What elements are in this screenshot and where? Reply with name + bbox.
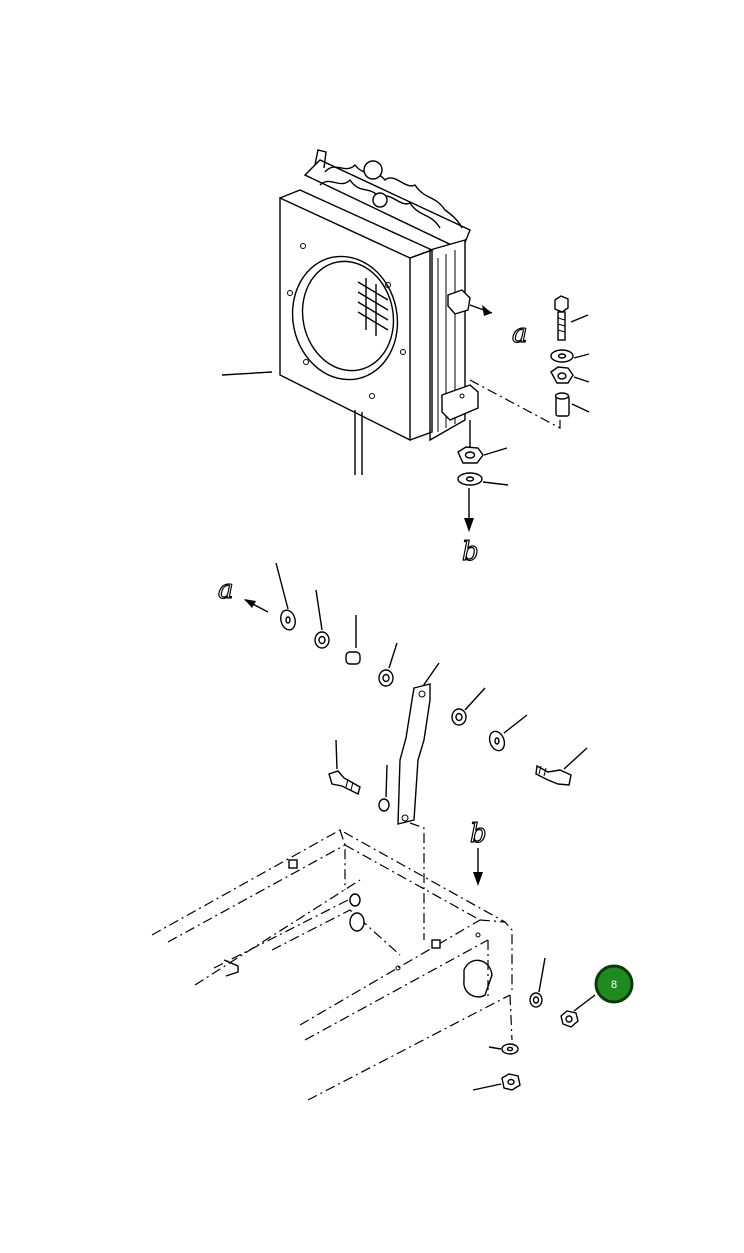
- reference-label-b: b: [470, 819, 487, 849]
- radiator-assembly: [221, 149, 493, 475]
- nut-icon: [560, 994, 596, 1028]
- reference-label-a: a: [512, 319, 528, 349]
- chassis-frame: b: [151, 818, 513, 1101]
- middle-hardware: [244, 562, 588, 940]
- nut-icon: [472, 1073, 521, 1091]
- reference-label-a: a: [218, 575, 234, 605]
- stay-bracket: [397, 662, 440, 825]
- lower-radiator-hardware: [457, 446, 509, 532]
- bushing-icon: [314, 589, 330, 649]
- bushing-icon: [529, 957, 546, 1008]
- reference-label-b: b: [462, 537, 479, 567]
- bushing-icon: [378, 764, 390, 812]
- washer-icon: [457, 472, 509, 486]
- washer-icon: [488, 714, 528, 752]
- washer-icon: [275, 562, 296, 631]
- washer-icon: [550, 349, 590, 363]
- bolt-icon: [328, 739, 361, 796]
- frame-mount-hardware: [472, 957, 596, 1091]
- spacer-icon: [554, 392, 590, 417]
- bolt-icon: [554, 295, 589, 341]
- bushing-icon: [451, 687, 486, 726]
- upper-mount-hardware: [469, 295, 590, 429]
- callout-number: 8: [611, 979, 617, 991]
- bushing-icon: [378, 642, 398, 687]
- nut-icon: [457, 446, 508, 464]
- collar-icon: [345, 615, 361, 665]
- callout-badge-8[interactable]: 8: [594, 964, 634, 1004]
- washer-icon: [488, 1043, 519, 1055]
- bolt-icon: [535, 747, 588, 786]
- nut-icon: [550, 366, 590, 384]
